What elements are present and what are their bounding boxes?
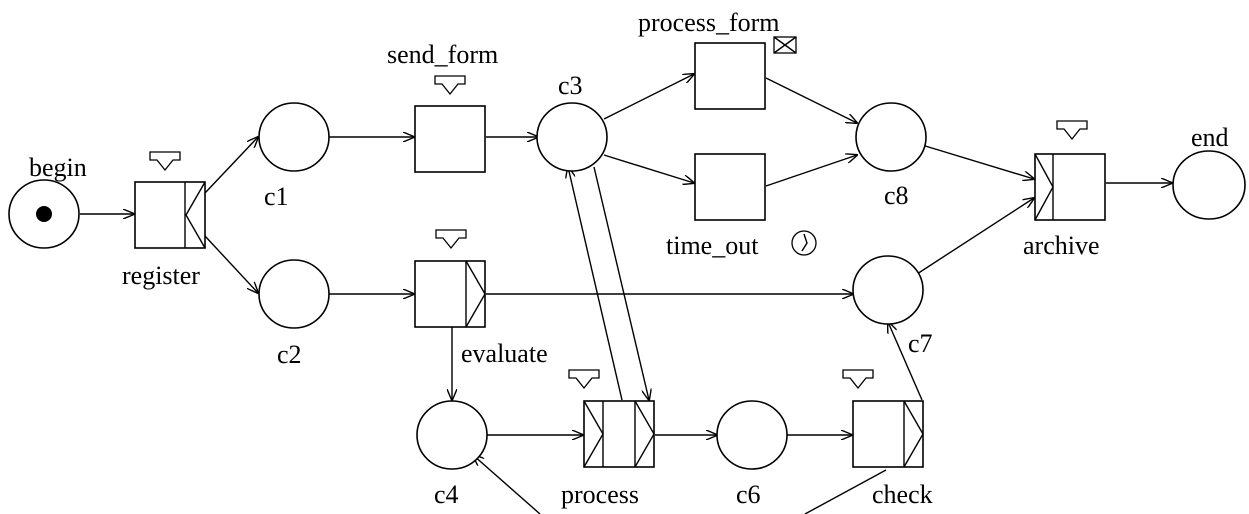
arc-c7-archive	[916, 198, 1034, 275]
transition-label-archive: archive	[1023, 231, 1100, 260]
arc-register-c2	[204, 235, 258, 293]
place-c7[interactable]: c7	[852, 255, 933, 358]
arc-register-c1	[204, 137, 258, 194]
arc-time_out-c8	[765, 155, 857, 187]
place-label-c3: c3	[558, 71, 583, 100]
xor-join-icon	[583, 400, 604, 468]
place-c1[interactable]: c1	[258, 102, 330, 211]
arc-c3-process_form	[603, 74, 694, 120]
place-c4[interactable]: c4	[416, 400, 488, 509]
place-c3[interactable]: c3	[536, 71, 608, 172]
transition-process[interactable]: process	[561, 369, 655, 509]
transition-label-register: register	[122, 261, 200, 290]
user-trigger-icon	[568, 369, 600, 390]
arc-process-c3	[568, 167, 623, 401]
place-label-end: end	[1191, 123, 1229, 152]
transition-check[interactable]: check	[842, 369, 933, 509]
transition-archive[interactable]: archive	[1023, 120, 1106, 260]
xor-split-icon	[185, 181, 206, 249]
user-trigger-icon	[1056, 120, 1088, 141]
clock-icon	[791, 230, 817, 256]
user-trigger-icon	[435, 229, 467, 250]
place-label-c2: c2	[277, 340, 302, 369]
arc-check-c7	[888, 322, 923, 401]
transition-label-send_form: send_form	[387, 40, 498, 69]
arc-check-c4	[804, 469, 887, 514]
place-c8[interactable]: c8	[855, 102, 927, 210]
arc-check-c4-return	[473, 455, 541, 514]
arc-c3-time_out	[603, 154, 694, 183]
user-trigger-icon	[434, 75, 466, 96]
place-c6[interactable]: c6	[716, 400, 788, 509]
place-label-c1: c1	[264, 182, 289, 211]
place-end[interactable]: end	[1172, 123, 1246, 220]
transition-label-time_out: time_out	[666, 231, 759, 260]
transition-send_form[interactable]: send_form	[387, 40, 498, 173]
token-icon	[36, 206, 52, 222]
arc-c8-archive	[921, 144, 1034, 179]
xor-split-icon	[903, 400, 924, 468]
arc-process_form-c8	[765, 77, 857, 123]
place-label-c8: c8	[884, 181, 909, 210]
xor-split-icon	[634, 400, 655, 468]
xor-split-icon	[465, 260, 486, 328]
place-label-c6: c6	[736, 480, 761, 509]
place-label-c7: c7	[908, 329, 933, 358]
arcs	[80, 74, 1172, 514]
place-begin[interactable]: begin	[8, 153, 87, 249]
transition-label-process_form: process_form	[638, 8, 780, 37]
envelope-icon	[773, 36, 797, 54]
transition-process_form[interactable]: process_form	[638, 8, 797, 110]
transition-label-check: check	[872, 480, 933, 509]
transition-time_out[interactable]: time_out	[666, 153, 817, 260]
transition-register[interactable]: register	[122, 151, 206, 290]
place-label-c4: c4	[434, 480, 459, 509]
transition-label-process: process	[561, 480, 639, 509]
transition-evaluate[interactable]: evaluate	[414, 229, 548, 368]
user-trigger-icon	[842, 369, 874, 390]
place-c2[interactable]: c2	[258, 259, 330, 369]
xor-join-icon	[1034, 153, 1054, 221]
place-label-begin: begin	[29, 153, 87, 182]
arc-c3-process	[593, 166, 649, 400]
places: begin c1 c2 c3 c4 c6 c7 c8	[8, 71, 1246, 509]
user-trigger-icon	[149, 151, 181, 172]
transitions: register send_form process_form time	[122, 8, 1106, 509]
transition-label-evaluate: evaluate	[461, 339, 548, 368]
